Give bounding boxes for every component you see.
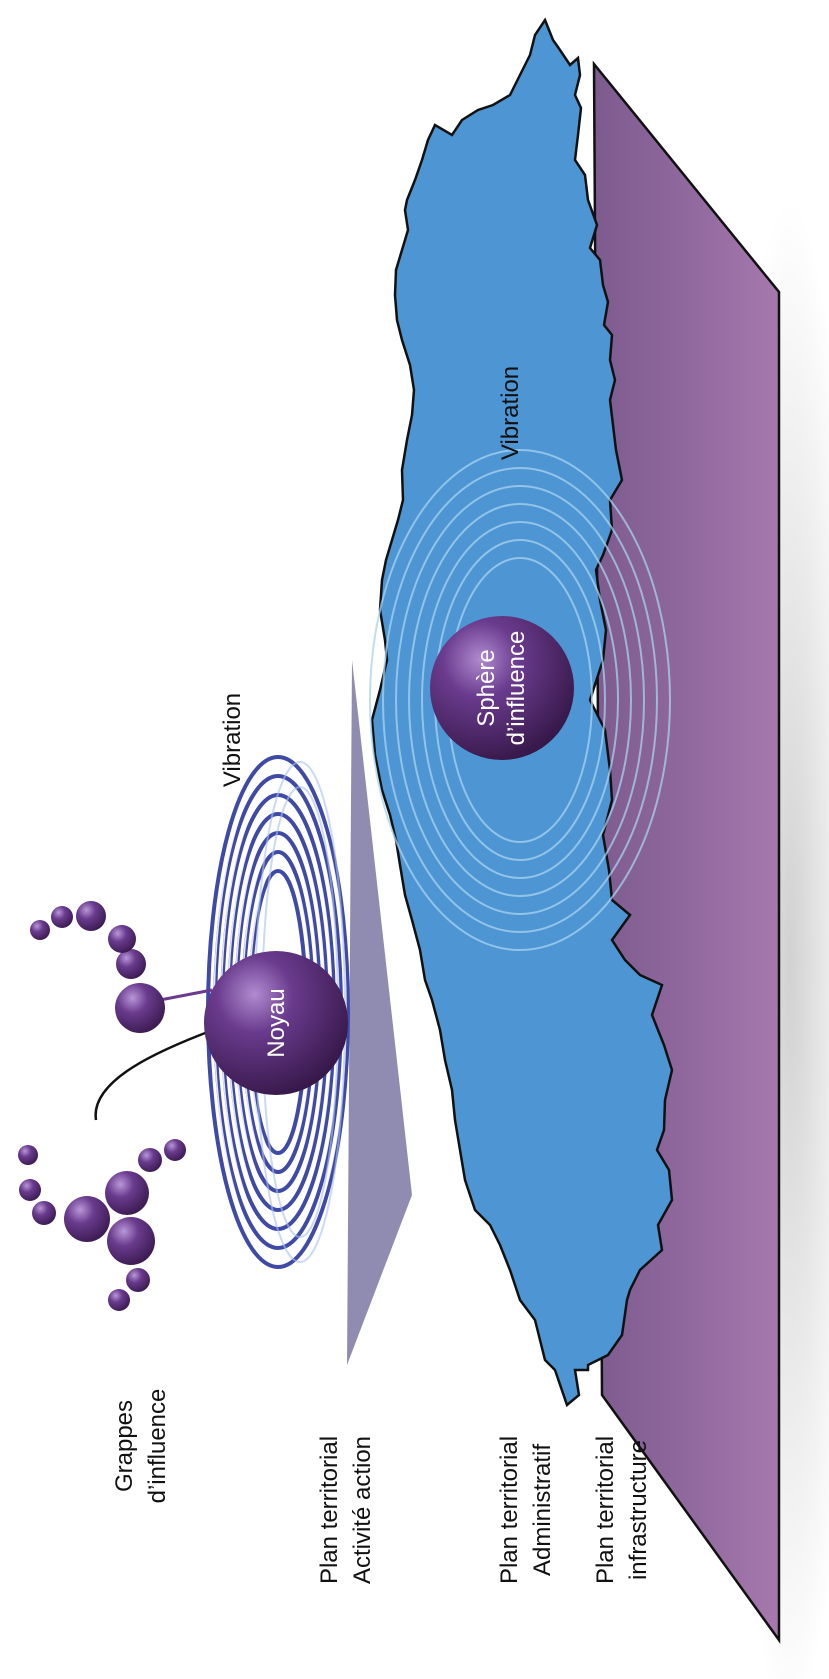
grappes-label-line1: Grappes xyxy=(111,1400,138,1492)
plan-activite-label-line1: Plan territorial xyxy=(316,1436,343,1584)
plan-activite-label-line2: Activité action xyxy=(349,1436,376,1584)
grappe-influence-upper xyxy=(30,901,165,1033)
grappes-label-line2: d’influence xyxy=(144,1389,171,1504)
sphere-influence-label-line1: Sphère xyxy=(473,649,500,726)
vibration-label-bottom: Vibration xyxy=(497,366,524,460)
sphere-influence-label-line2: d’influence xyxy=(503,631,530,746)
plan-infrastructure-label-line2: infrastructure xyxy=(625,1440,652,1580)
cluster-link-lower xyxy=(96,1030,213,1120)
plan-infrastructure-label-line1: Plan territorial xyxy=(592,1436,619,1584)
cluster-link-upper xyxy=(160,990,212,1000)
plan-administratif-label-line1: Plan territorial xyxy=(496,1436,523,1584)
grappe-influence-lower xyxy=(18,1139,186,1311)
sphere-influence xyxy=(430,616,574,760)
noyau-label: Noyau xyxy=(263,988,290,1057)
plan-administratif-label-line2: Administratif xyxy=(529,1444,556,1576)
plan-infrastructure-shape xyxy=(594,64,779,1640)
vibration-label-top: Vibration xyxy=(219,693,246,787)
